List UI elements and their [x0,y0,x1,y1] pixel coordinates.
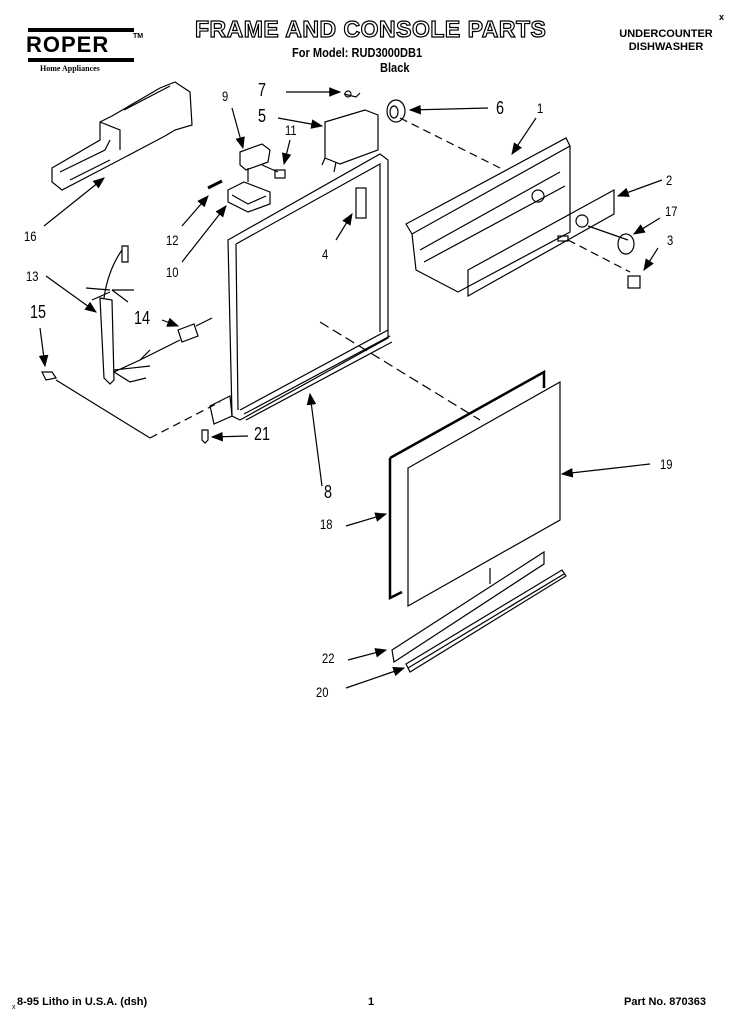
callout-19: 19 [660,456,673,472]
callout-18: 18 [320,516,333,532]
callout-7: 7 [258,80,267,100]
logo-tagline: Home Appliances [40,64,100,73]
callout-21: 21 [254,424,271,444]
product-type-line1: UNDERCOUNTER [619,28,713,40]
logo-text: ROPER [26,32,110,57]
part-6-knob [386,99,406,123]
part-16-console-cover [51,81,193,191]
callout-9: 9 [222,88,229,104]
callout-14: 14 [134,308,151,328]
callout-17: 17 [665,203,678,219]
callout-8: 8 [324,482,333,502]
product-type: UNDERCOUNTER DISHWASHER [596,28,736,54]
part-15-screw [41,371,57,381]
part-2-control-panel [467,188,615,298]
part-number: Part No. 870363 [624,996,706,1008]
callout-12: 12 [166,232,179,248]
callout-4: 4 [322,246,329,262]
callout-5: 5 [258,106,267,126]
part-7-screw [343,90,361,98]
part-9-switch [239,143,279,173]
model-line: For Model: RUD3000DB1 [292,45,423,60]
part-5-control-switch [321,109,379,173]
callout-16: 16 [24,228,37,244]
part-17-knob [617,233,635,255]
callout-6: 6 [496,98,505,118]
part-22-trim-strip [391,550,545,664]
trademark-mark: TM [133,33,144,40]
footer-left-mark: x [12,1004,16,1011]
callout-15: 15 [30,302,47,322]
callout-13: 13 [26,268,39,284]
color-line: Black [380,60,410,75]
callout-1: 1 [537,100,544,116]
page-number: 1 [368,996,375,1008]
part-14-plug [177,317,213,343]
part-8-door-frame [209,153,393,425]
callout-10: 10 [166,264,179,280]
part-10-bracket [227,168,271,213]
part-20-bottom-trim [405,569,567,673]
part-3-clip [627,275,641,289]
callout-arrows [38,87,663,689]
product-type-line2: DISHWASHER [628,41,704,53]
part-11-connector [274,169,286,179]
part-1-console-panel [405,137,571,293]
part-12-pin [207,179,223,190]
part-13-wire-harness [85,245,151,385]
callout-11: 11 [285,122,297,138]
logo-bar-top [28,28,134,32]
page-title: FRAME AND CONSOLE PARTS [194,15,547,42]
part-19-door-glass [407,380,561,608]
callout-20: 20 [316,684,329,700]
logo-bar-bottom [28,58,134,62]
corner-mark: x [719,12,725,22]
part-21-clip [201,429,209,444]
part-18-gasket [388,369,546,601]
footer-litho: 8-95 Litho in U.S.A. (dsh) [17,996,148,1008]
callout-22: 22 [322,650,335,666]
callout-2: 2 [666,172,673,188]
callout-3: 3 [667,232,674,248]
